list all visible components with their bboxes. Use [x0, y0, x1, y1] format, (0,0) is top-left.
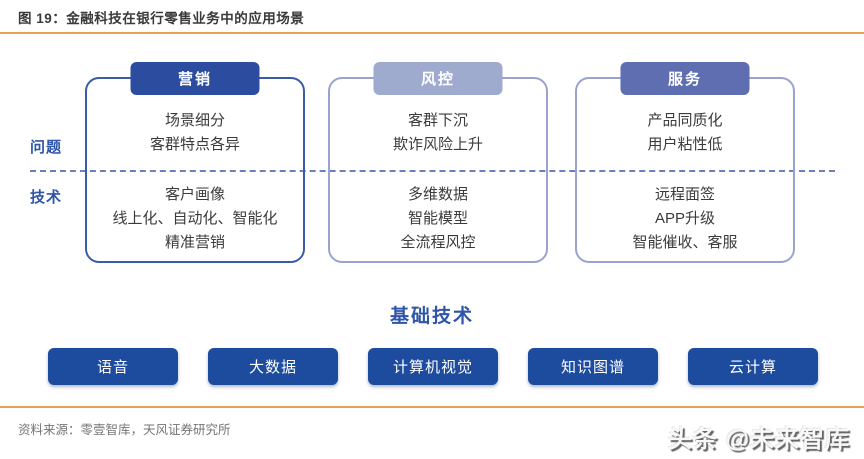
card-header-service: 服务 [620, 62, 750, 95]
base-tech-cloud-computing: 云计算 [688, 348, 818, 385]
marketing-problems: 场景细分 客群特点各异 [87, 93, 303, 172]
risk-technologies: 多维数据 智能模型 全流程风控 [330, 174, 546, 263]
card-service: 服务 产品同质化 用户粘性低 远程面签 APP升级 智能催收、客服 [575, 62, 795, 263]
technology-line: 客户画像 [164, 185, 225, 203]
base-tech-voice: 语音 [48, 348, 178, 385]
marketing-technologies: 客户画像 线上化、自动化、智能化 精准营销 [87, 174, 303, 263]
problem-line: 客群特点各异 [149, 135, 240, 153]
technology-line: 全流程风控 [400, 233, 476, 251]
problem-line: 客群下沉 [407, 111, 468, 129]
problem-tech-divider [30, 170, 835, 172]
technology-line: APP升级 [654, 209, 715, 227]
problem-line: 产品同质化 [647, 111, 723, 129]
problem-line: 用户粘性低 [647, 135, 723, 153]
technology-line: 智能模型 [407, 209, 468, 227]
bottom-accent-rule [0, 406, 864, 408]
watermark: 头条 @未来智库 [667, 426, 850, 453]
service-technologies: 远程面签 APP升级 智能催收、客服 [577, 174, 793, 263]
problem-line: 欺诈风险上升 [392, 135, 483, 153]
card-marketing: 营销 场景细分 客群特点各异 客户画像 线上化、自动化、智能化 精准营销 [85, 62, 305, 263]
source-note: 资料来源：零壹智库，天风证券研究所 [18, 423, 231, 437]
base-technology-heading: 基础技术 [389, 306, 474, 327]
top-accent-rule [0, 32, 864, 34]
technology-line: 精准营销 [164, 233, 225, 251]
card-risk-control: 风控 客群下沉 欺诈风险上升 多维数据 智能模型 全流程风控 [328, 62, 548, 263]
risk-problems: 客群下沉 欺诈风险上升 [330, 93, 546, 172]
base-tech-computer-vision: 计算机视觉 [368, 348, 498, 385]
card-header-marketing: 营销 [130, 62, 260, 95]
base-tech-big-data: 大数据 [208, 348, 338, 385]
problem-line: 场景细分 [164, 111, 225, 129]
card-header-risk-control: 风控 [373, 62, 503, 95]
row-label-problem: 问题 [30, 139, 63, 156]
figure-title: 图 19：金融科技在银行零售业务中的应用场景 [18, 11, 305, 26]
technology-line: 线上化、自动化、智能化 [112, 209, 278, 227]
row-label-technology: 技术 [30, 189, 63, 206]
base-tech-knowledge-graph: 知识图谱 [528, 348, 658, 385]
technology-line: 智能催收、客服 [632, 233, 738, 251]
technology-line: 多维数据 [407, 185, 468, 203]
service-problems: 产品同质化 用户粘性低 [577, 93, 793, 172]
technology-line: 远程面签 [654, 185, 715, 203]
